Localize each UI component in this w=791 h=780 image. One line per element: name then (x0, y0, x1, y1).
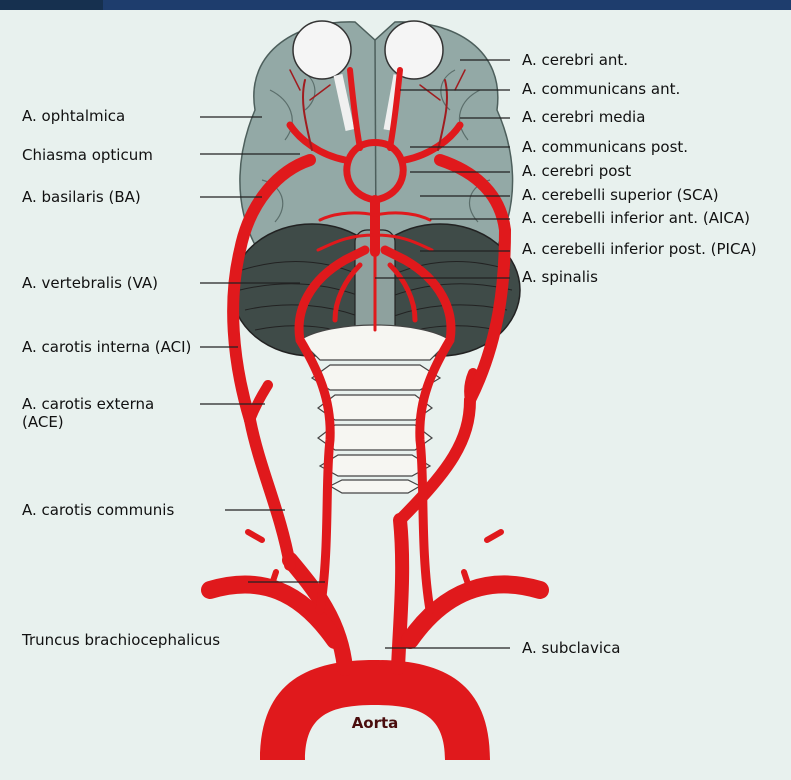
label-carotis-communis: A. carotis communis (22, 501, 174, 519)
label-spinalis: A. spinalis (522, 268, 598, 286)
label-carotis-interna: A. carotis interna (ACI) (22, 338, 197, 356)
label-ophtalmica: A. ophtalmica (22, 107, 125, 125)
aorta-arch (260, 660, 490, 760)
label-vertebralis: A. vertebralis (VA) (22, 274, 158, 292)
label-sca: A. cerebelli superior (SCA) (522, 186, 719, 204)
label-truncus-brachiocephalicus: Truncus brachiocephalicus (22, 631, 220, 649)
aorta-label: Aorta (352, 714, 399, 732)
cervical-spine (300, 325, 450, 493)
label-cerebri-ant: A. cerebri ant. (522, 51, 628, 69)
label-communicans-post: A. communicans post. (522, 138, 688, 156)
right-eyeball (385, 21, 443, 79)
label-cerebri-media: A. cerebri media (522, 108, 645, 126)
label-communicans-ant: A. communicans ant. (522, 80, 680, 98)
label-carotis-externa: A. carotis externa (ACE) (22, 395, 197, 431)
label-cerebri-post: A. cerebri post (522, 162, 631, 180)
left-eyeball (293, 21, 351, 79)
label-basilaris: A. basilaris (BA) (22, 188, 141, 206)
label-pica: A. cerebelli inferior post. (PICA) (522, 240, 757, 258)
label-aica: A. cerebelli inferior ant. (AICA) (522, 209, 750, 227)
label-chiasma-opticum: Chiasma opticum (22, 146, 153, 164)
label-subclavica: A. subclavica (522, 639, 620, 657)
